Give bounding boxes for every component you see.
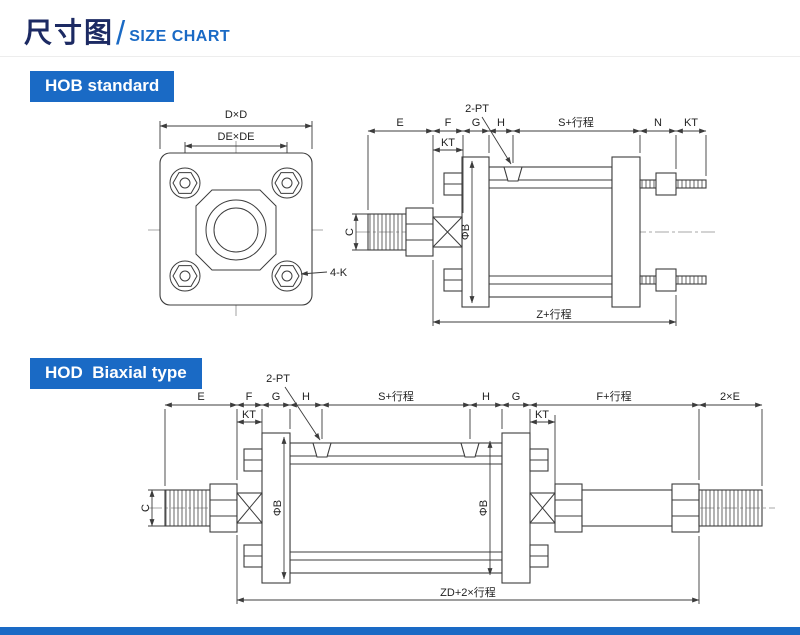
dim-label-2e: 2×E (720, 391, 740, 403)
dim-label-h-right: H (482, 391, 490, 403)
hod-side-view: E F G H S+行程 H G F+行程 2×E KT KT 2-PT C Φ… (140, 373, 775, 604)
tie-rods (489, 179, 612, 285)
page-title-cn: 尺寸图 (24, 17, 115, 48)
hob-drawing: D×D DE×DE 4-K (148, 103, 716, 326)
front-cap (461, 156, 490, 308)
rod-thread-right (698, 489, 763, 527)
dim-label-e: E (396, 117, 403, 129)
dim-label-f: F (445, 117, 452, 129)
dim-ext-lines (164, 409, 763, 489)
right-cap (501, 432, 531, 584)
port-left (312, 442, 332, 458)
rod-nut (405, 207, 434, 257)
center-boss (195, 189, 277, 271)
leader-port (481, 116, 512, 165)
dim-label-dexde: DE×DE (218, 131, 255, 143)
hod-drawing: E F G H S+行程 H G F+行程 2×E KT KT 2-PT C Φ… (140, 373, 775, 604)
dim-ext-lines (236, 535, 700, 604)
dim-label-port: 2-PT (266, 373, 290, 385)
rod-nut-outer (671, 483, 700, 533)
dim-ext-lines (367, 135, 707, 213)
nut-facets (210, 499, 237, 517)
dim-label-kt-right: KT (684, 117, 698, 129)
port-right (460, 442, 480, 458)
dim-label-f: F (246, 391, 253, 403)
hob-side-view: E F G H S+行程 N KT KT 2-PT C ΦB Z+行程 (344, 103, 716, 326)
rod-nut-left (209, 483, 238, 533)
dim-label-z: Z+行程 (536, 308, 571, 321)
hob-front-view: D×D DE×DE 4-K (148, 109, 348, 317)
dim-label-4k: 4-K (330, 267, 348, 279)
dim-label-phib-right: ΦB (478, 500, 490, 516)
dim-label-f-stroke: F+行程 (596, 390, 631, 403)
cylinder-tube (289, 442, 503, 574)
tie-rod-nut (655, 268, 677, 292)
rod-nut-right (554, 483, 583, 533)
dim-label-n: N (654, 117, 662, 129)
page-header: 尺寸图 / SIZE CHART (0, 0, 800, 57)
leader-4k (300, 271, 328, 276)
cylinder-tube (488, 166, 613, 298)
dim-label-zd: ZD+2×行程 (440, 586, 496, 599)
flange-plate (159, 152, 313, 306)
bore-circle-inner (213, 207, 259, 253)
dim-label-s: S+行程 (558, 116, 594, 129)
nut-facets (555, 499, 582, 517)
dim-label-port: 2-PT (465, 103, 489, 115)
dim-label-phib-left: ΦB (272, 500, 284, 516)
tie-rods (290, 455, 502, 561)
page-title-en: SIZE CHART (129, 28, 231, 45)
nut-facets (672, 499, 699, 517)
dim-label-h-left: H (302, 391, 310, 403)
leader-port (284, 386, 321, 441)
dim-label-kt-left: KT (441, 137, 455, 149)
title-slash: / (116, 13, 126, 51)
dim-label-c: C (344, 228, 356, 236)
rod-thread-left (164, 489, 211, 527)
dim-label-phib: ΦB (460, 224, 472, 240)
rod-right (581, 489, 673, 527)
dim-label-g-left: G (272, 391, 281, 403)
rod-thread (367, 213, 407, 251)
hob-section-label: HOB standard (30, 71, 175, 102)
dim-label-h: H (497, 117, 505, 129)
dim-label-c: C (140, 504, 152, 512)
dim-label-kt-right: KT (535, 409, 549, 421)
nut-facets (406, 223, 433, 241)
dim-label-g-right: G (512, 391, 521, 403)
dim-label-kt-left: KT (242, 409, 256, 421)
dim-label-dxd: D×D (225, 109, 247, 121)
wrench-flat-cross (236, 492, 263, 524)
wrench-flat-cross (529, 492, 556, 524)
dim-label-g: G (472, 117, 481, 129)
dim-label-s: S+行程 (378, 390, 414, 403)
bore-circle-outer (205, 199, 267, 261)
bottom-accent-bar (0, 627, 800, 635)
tie-rod-nut (655, 172, 677, 196)
hod-section-label: HOD Biaxial type (30, 358, 202, 389)
dim-label-e: E (197, 391, 204, 403)
wrench-flat-cross (432, 216, 463, 248)
port (503, 166, 523, 182)
rear-cap (611, 156, 641, 308)
